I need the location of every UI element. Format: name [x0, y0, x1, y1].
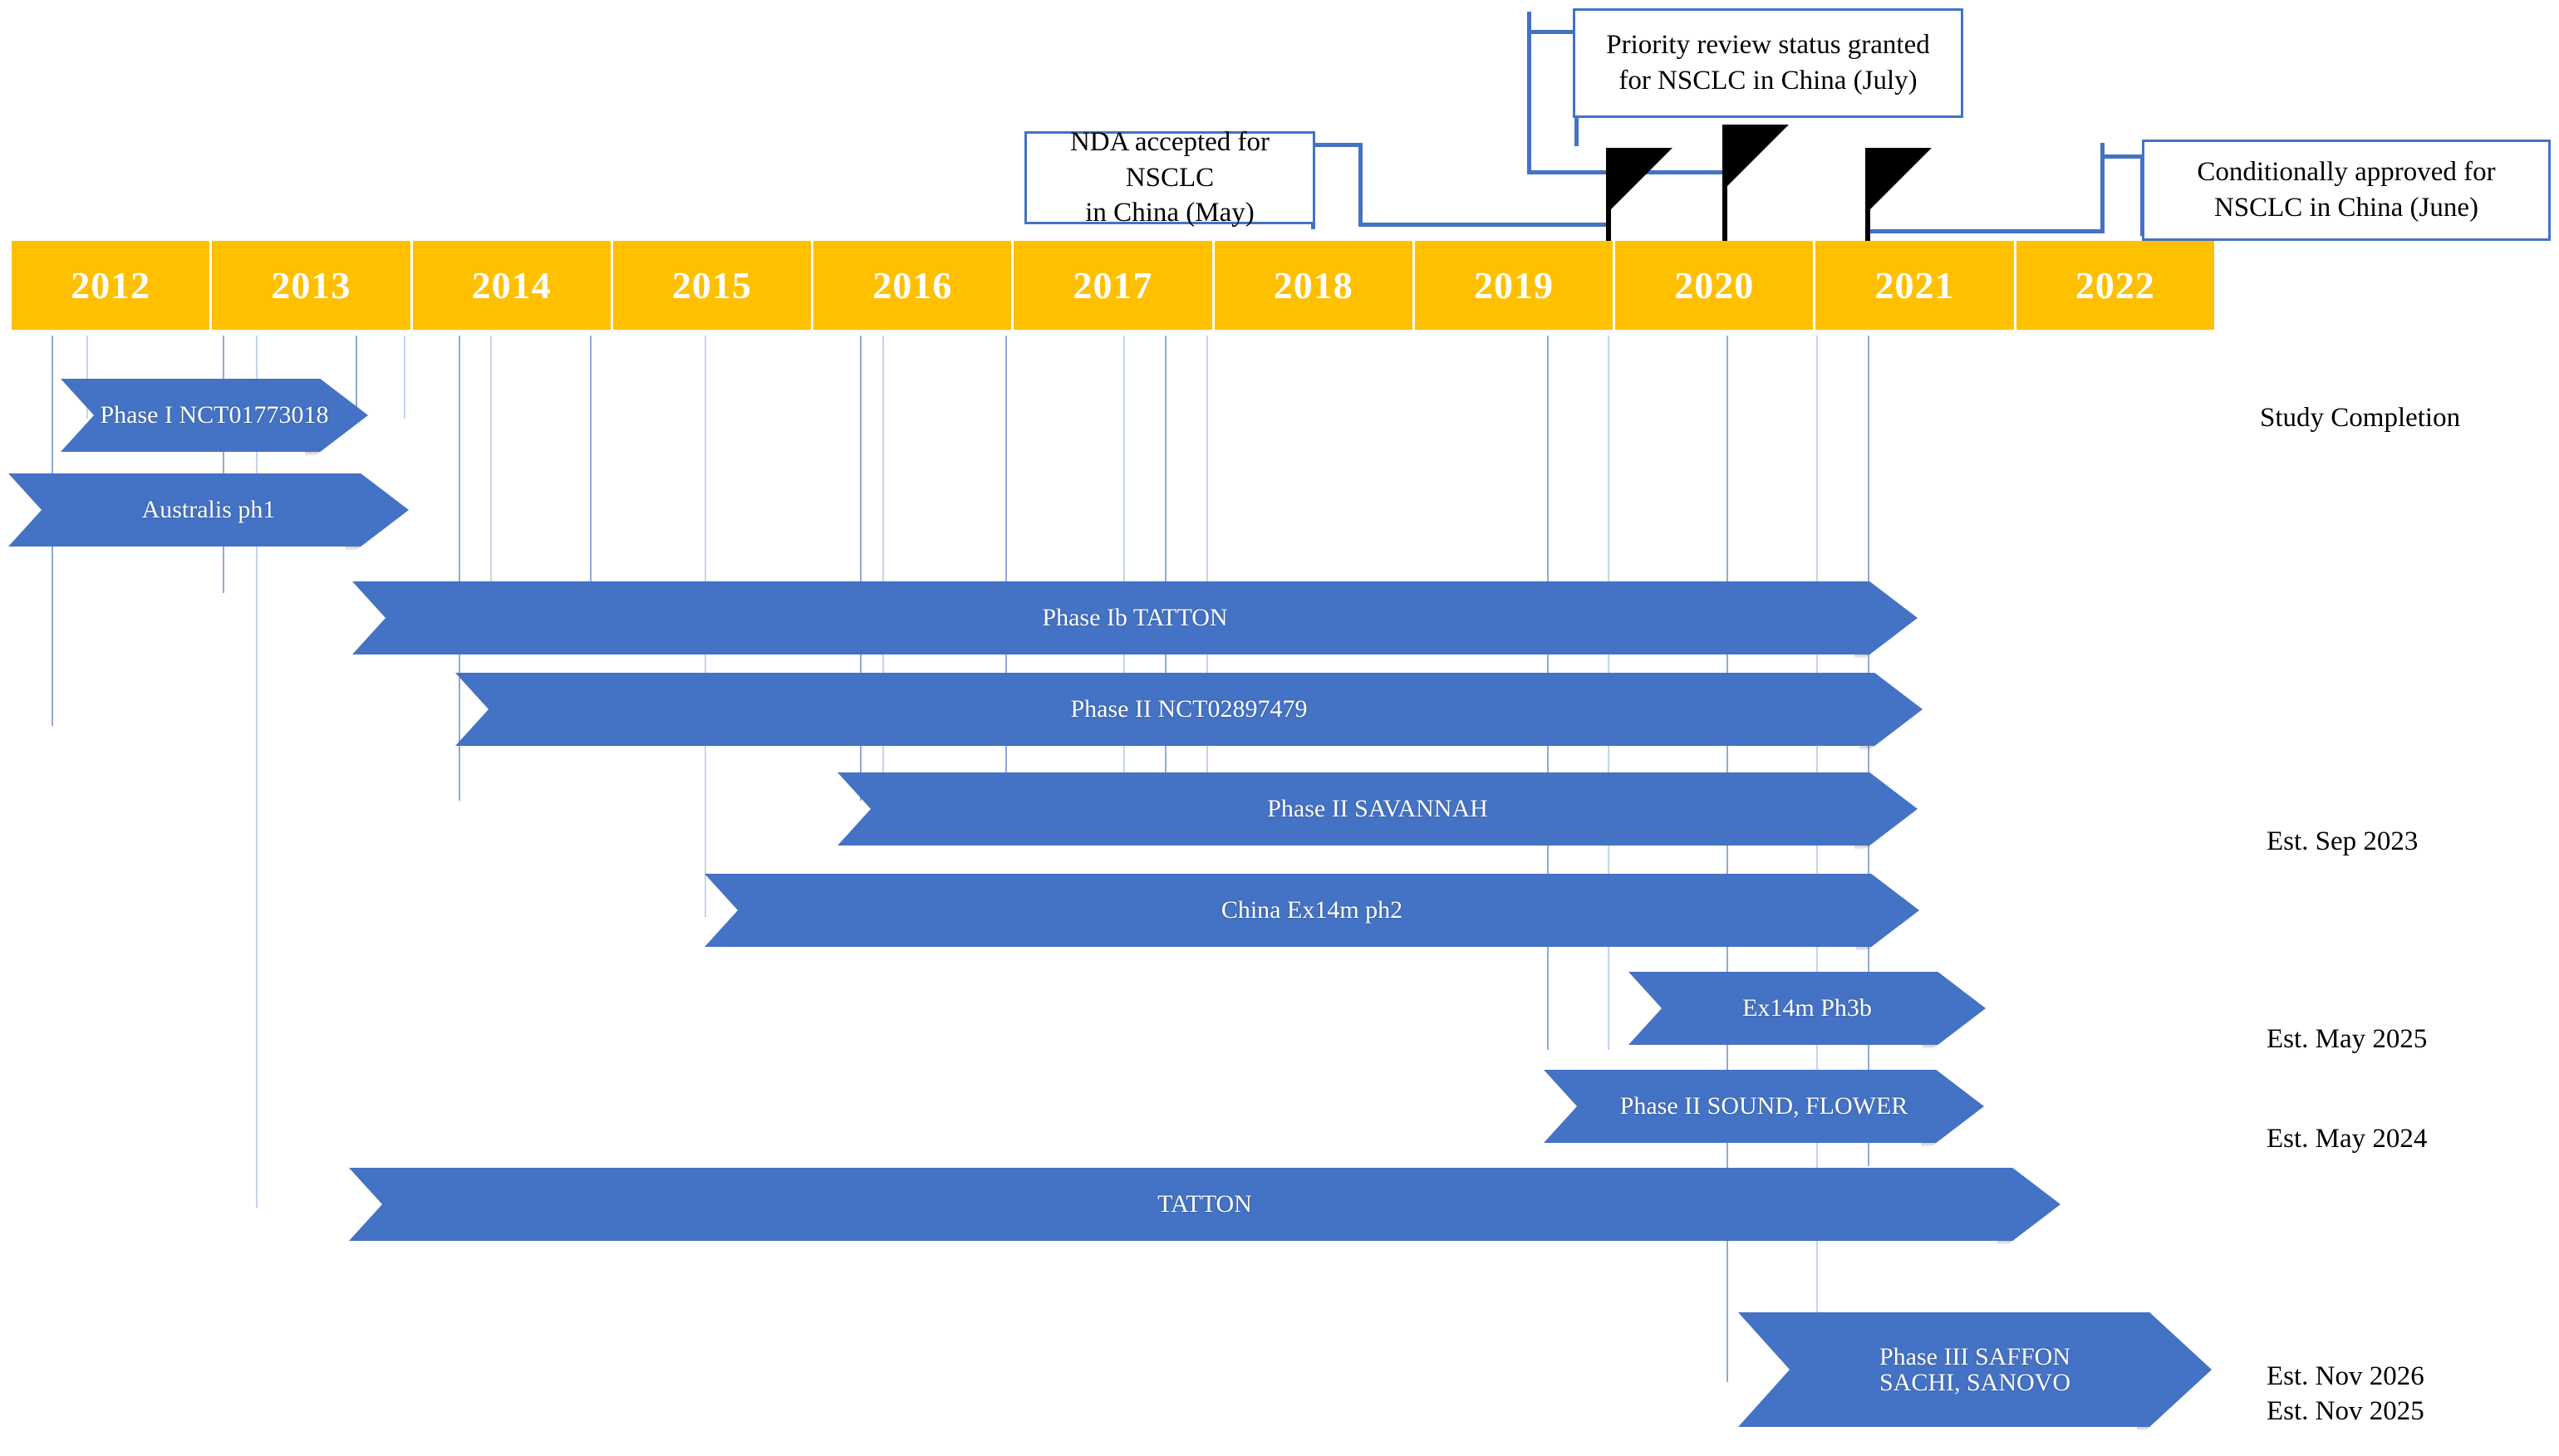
year-cell-2015[interactable]: 2015: [613, 241, 814, 330]
task-bar-label: TATTON: [1157, 1190, 1252, 1218]
year-label: 2019: [1473, 264, 1554, 306]
task-bar-phase-iii-saffon[interactable]: Phase III SAFFON SACHI, SANOVO: [1738, 1312, 2212, 1427]
gridline: [356, 336, 357, 419]
task-bar-label: Phase II SAVANNAH: [1267, 795, 1488, 823]
callout-leader-cond-stub: [2100, 154, 2144, 159]
right-label-text: Study Completion: [2260, 403, 2461, 434]
year-axis-band: 2012 2013 2014 2015 2016 2017 2018 2019 …: [12, 241, 2214, 330]
gridline: [1206, 336, 1208, 801]
gridline: [1816, 336, 1818, 1382]
task-bar-ex14m-ph3b[interactable]: Ex14m Ph3b: [1628, 972, 1986, 1045]
year-label: 2017: [1073, 264, 1153, 306]
task-bar-phase-ii-nct02897479[interactable]: Phase II NCT02897479: [455, 673, 1923, 746]
task-bar-phase-i-nct01773018[interactable]: Phase I NCT01773018: [61, 379, 368, 452]
gridline: [1868, 336, 1869, 1166]
gridline: [490, 336, 492, 585]
right-label-est-may-2024: Est. May 2024: [2267, 1088, 2427, 1157]
right-label-text: Est. May 2024: [2267, 1124, 2428, 1155]
flag-pole: [1722, 125, 1727, 241]
year-label: 2014: [471, 264, 552, 306]
gridline: [256, 336, 258, 1208]
task-bar-label: Australis ph1: [141, 496, 276, 524]
task-bar-label: Phase II SOUND, FLOWER: [1619, 1092, 1908, 1120]
year-label: 2022: [2075, 264, 2155, 306]
callout-priority-review[interactable]: Priority review status granted for NSCLC…: [1573, 8, 1963, 118]
gridline: [590, 336, 592, 585]
year-cell-2016[interactable]: 2016: [813, 241, 1014, 330]
year-label: 2016: [872, 264, 953, 306]
year-cell-2012[interactable]: 2012: [12, 241, 213, 330]
callout-leader-cond-v1: [2100, 143, 2105, 233]
callout-conditional-approval[interactable]: Conditionally approved for NSCLC in Chin…: [2142, 140, 2551, 241]
year-label: 2021: [1874, 264, 1955, 306]
flag-cloth: [1611, 148, 1672, 209]
year-cell-2018[interactable]: 2018: [1215, 241, 1415, 330]
gridline: [882, 336, 884, 801]
gridline: [459, 336, 460, 801]
task-bar-phase-ii-sound-flower[interactable]: Phase II SOUND, FLOWER: [1544, 1070, 1984, 1143]
year-label: 2012: [71, 264, 151, 306]
callout-conditional-approval-text: Conditionally approved for NSCLC in Chin…: [2197, 157, 2496, 223]
callout-leader-cond-h1: [1868, 229, 2105, 233]
milestone-flag-conditional-icon: [1865, 148, 1932, 241]
gridline: [223, 336, 224, 593]
year-cell-2022[interactable]: 2022: [2016, 241, 2214, 330]
callout-nda-accepted[interactable]: NDA accepted for NSCLC in China (May): [1024, 127, 1315, 228]
right-label-est-nov-2026-2025: Est. Nov 2026 Est. Nov 2025: [2267, 1326, 2424, 1429]
callout-leader-nda-h1: [1358, 223, 1608, 227]
right-label-study-completion: Study Completion: [2260, 367, 2460, 436]
callout-leader-priority-stub: [1527, 30, 1579, 34]
year-cell-2017[interactable]: 2017: [1014, 241, 1215, 330]
gridline: [860, 336, 862, 801]
right-label-text: Est. May 2025: [2267, 1024, 2428, 1055]
callout-leader-priority-v1: [1527, 12, 1531, 174]
gridline: [86, 336, 88, 419]
task-bar-phase-ib-tatton[interactable]: Phase Ib TATTON: [352, 581, 1918, 654]
task-bar-label: Ex14m Ph3b: [1742, 994, 1872, 1022]
right-label-est-may-2025: Est. May 2025: [2267, 988, 2427, 1057]
right-label-text: Est. Sep 2023: [2267, 826, 2419, 857]
gridline: [1165, 336, 1167, 801]
flag-pole: [1865, 148, 1870, 241]
task-bar-label: Phase II NCT02897479: [1070, 695, 1308, 723]
year-cell-2014[interactable]: 2014: [413, 241, 613, 330]
gridline: [404, 336, 405, 419]
callout-priority-review-text: Priority review status granted for NSCLC…: [1606, 30, 1930, 96]
task-bar-australis-ph1[interactable]: Australis ph1: [8, 473, 409, 547]
year-label: 2015: [671, 264, 752, 306]
year-cell-2021[interactable]: 2021: [1815, 241, 2016, 330]
gridline: [1005, 336, 1007, 801]
task-bar-label: China Ex14m ph2: [1221, 896, 1403, 924]
year-label: 2018: [1273, 264, 1353, 306]
flag-pole: [1606, 148, 1611, 241]
right-label-est-sep-2023: Est. Sep 2023: [2267, 791, 2418, 860]
callout-nda-accepted-text: NDA accepted for NSCLC in China (May): [1069, 126, 1270, 228]
year-cell-2013[interactable]: 2013: [212, 241, 413, 330]
year-label: 2013: [271, 264, 351, 306]
gridline: [1123, 336, 1125, 801]
task-bar-label: Phase Ib TATTON: [1042, 604, 1228, 632]
flag-cloth: [1870, 148, 1932, 209]
right-label-text: Est. Nov 2026 Est. Nov 2025: [2267, 1361, 2424, 1426]
year-cell-2019[interactable]: 2019: [1415, 241, 1616, 330]
task-bar-china-ex14m-ph2[interactable]: China Ex14m ph2: [705, 874, 1919, 947]
task-bar-label: Phase I NCT01773018: [100, 401, 329, 429]
milestone-flag-priority-icon: [1722, 125, 1789, 241]
task-bar-tatton[interactable]: TATTON: [349, 1168, 2060, 1241]
callout-leader-nda-v2: [1358, 143, 1363, 226]
callout-leader-nda-stub: [1311, 143, 1363, 147]
milestone-flag-nda-icon: [1606, 148, 1672, 241]
year-label: 2020: [1674, 264, 1755, 306]
task-bar-phase-ii-savannah[interactable]: Phase II SAVANNAH: [837, 772, 1918, 846]
task-bar-label: Phase III SAFFON SACHI, SANOVO: [1879, 1342, 2071, 1396]
year-cell-2020[interactable]: 2020: [1615, 241, 1816, 330]
gridline: [1726, 336, 1728, 1382]
flag-cloth: [1727, 125, 1789, 186]
